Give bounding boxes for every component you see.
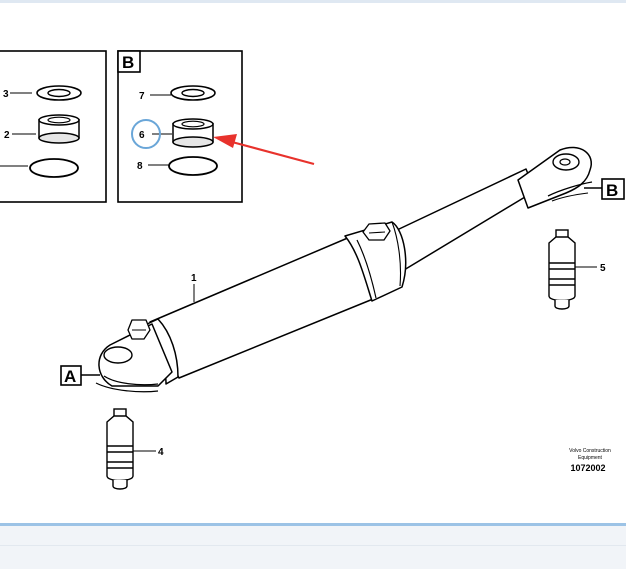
callout-2: 2 xyxy=(4,130,10,141)
detail-box-left: 3 2 xyxy=(0,50,107,203)
footer-inner-line xyxy=(0,545,626,546)
callout-4: 4 xyxy=(158,447,164,458)
callout-3: 3 xyxy=(3,89,9,100)
detail-box-b-title: B xyxy=(122,53,134,72)
footer-line xyxy=(0,523,626,526)
view-label-b: B xyxy=(584,178,625,200)
svg-text:B: B xyxy=(606,181,618,200)
view-label-a: A xyxy=(60,365,100,386)
bearing-pin-5 xyxy=(548,229,576,310)
hydraulic-cylinder xyxy=(95,146,593,393)
detail-box-b: B 7 6 8 xyxy=(117,50,243,203)
bearing-pin-4 xyxy=(106,408,134,490)
document-number: 1072002 xyxy=(570,463,605,473)
credit-line-2: Equipment xyxy=(578,455,603,461)
footer-band xyxy=(0,524,626,569)
callout-5: 5 xyxy=(600,263,606,274)
callout-1: 1 xyxy=(191,273,197,284)
callout-7: 7 xyxy=(139,91,145,102)
highlight-circle xyxy=(131,119,161,149)
credit-line-1: Volvo Construction xyxy=(569,448,611,454)
callout-8: 8 xyxy=(137,161,143,172)
svg-text:A: A xyxy=(64,367,76,386)
top-border xyxy=(0,0,626,3)
red-arrow xyxy=(213,134,315,166)
callout-6: 6 xyxy=(139,130,145,141)
